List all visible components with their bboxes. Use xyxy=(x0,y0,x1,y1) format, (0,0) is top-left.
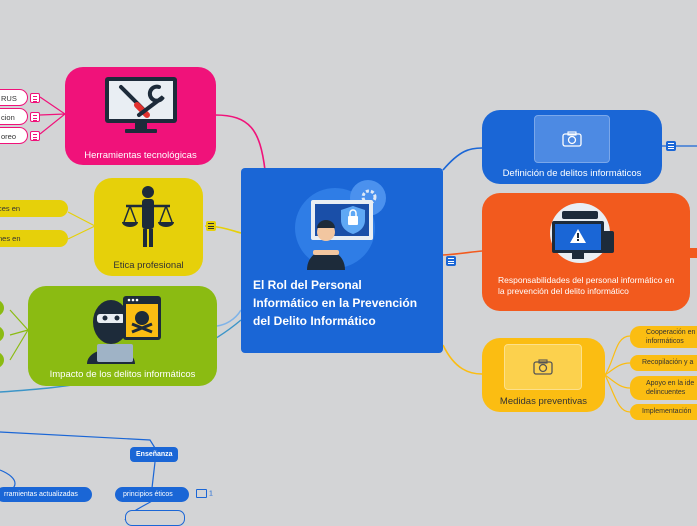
comment-count[interactable]: 1 xyxy=(196,489,213,498)
security-guard-icon xyxy=(295,180,386,270)
herramientas-leaf-1[interactable]: RUS xyxy=(0,89,28,106)
medidas-leaf-2[interactable]: Recopilación y a xyxy=(630,355,697,371)
notes-icon[interactable] xyxy=(30,93,40,103)
central-topic[interactable]: El Rol del Personal Informático en la Pr… xyxy=(241,168,443,353)
topic-medidas[interactable]: Medidas preventivas xyxy=(482,338,605,412)
central-title: El Rol del Personal Informático en la Pr… xyxy=(253,278,418,328)
topic-definicion[interactable]: Definición de delitos informáticos xyxy=(482,110,662,184)
topic-label: Herramientas tecnológicas xyxy=(84,150,197,161)
topic-label: Medidas preventivas xyxy=(499,396,588,407)
notes-icon[interactable] xyxy=(446,256,456,266)
etica-leaf-1[interactable]: ces en xyxy=(0,200,68,217)
topic-label: Responsabilidades del personal informáti… xyxy=(498,275,675,296)
topic-etica[interactable]: Etica profesional xyxy=(94,178,203,276)
notes-icon[interactable] xyxy=(30,131,40,141)
herramientas-leaf-3[interactable]: oreo xyxy=(0,127,28,144)
hacker-icon xyxy=(87,296,161,364)
herramientas-leaf-2[interactable]: cion xyxy=(0,108,28,125)
justice-scale-person-icon xyxy=(122,186,174,247)
topic-herramientas[interactable]: Herramientas tecnológicas xyxy=(65,67,216,165)
impacto-leaf-1[interactable] xyxy=(0,300,4,316)
medidas-leaf-3[interactable]: Apoyo en la ide delincuentes xyxy=(630,376,697,400)
ensenanza-tag[interactable]: Enseñanza xyxy=(130,447,178,462)
notes-icon[interactable] xyxy=(666,141,676,151)
principios-eticos-item[interactable]: principios éticos xyxy=(115,487,189,502)
topic-label: Definición de delitos informáticos xyxy=(502,168,642,179)
etica-leaf-2[interactable]: nes en xyxy=(0,230,68,247)
camera-icon xyxy=(534,115,610,163)
topic-label: Impacto de los delitos informáticos xyxy=(49,369,196,380)
herramientas-actualizadas-item[interactable]: rramientas actualizadas xyxy=(0,487,92,502)
topic-impacto[interactable]: Impacto de los delitos informáticos xyxy=(28,286,217,386)
bottom-node[interactable] xyxy=(125,510,185,526)
medidas-leaf-4[interactable]: Implementación xyxy=(630,404,697,420)
notes-icon[interactable] xyxy=(206,221,216,231)
notes-icon[interactable] xyxy=(30,112,40,122)
collapse-toggle[interactable] xyxy=(690,248,697,258)
topic-label: Etica profesional xyxy=(113,260,184,271)
camera-icon xyxy=(504,344,582,390)
medidas-leaf-1[interactable]: Cooperación en informáticos xyxy=(630,326,697,348)
impacto-leaf-2[interactable] xyxy=(0,326,4,342)
impacto-leaf-3[interactable] xyxy=(0,352,4,368)
topic-responsabilidades[interactable]: Responsabilidades del personal informáti… xyxy=(482,193,690,311)
comment-icon xyxy=(196,489,207,498)
monitor-tools-icon xyxy=(105,77,177,133)
computer-alert-icon xyxy=(550,203,614,263)
